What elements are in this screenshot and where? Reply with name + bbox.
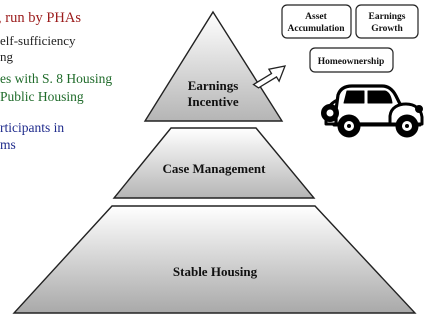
tier-label-earnings: Earnings	[188, 78, 239, 93]
pyramid-tier-bottom: Stable Housing	[12, 205, 417, 314]
svg-text:Growth: Growth	[371, 24, 403, 34]
bullet-pha: , run by PHAs	[0, 10, 81, 26]
bullet-self-sufficiency-cont: ng	[0, 49, 13, 64]
bullet-participants: rticipants in	[0, 120, 65, 135]
car-icon	[321, 84, 424, 138]
bullet-self-sufficiency: elf-sufficiency	[0, 33, 76, 48]
svg-text:Earnings: Earnings	[369, 12, 406, 22]
bullet-section8: es with S. 8 Housing	[0, 71, 113, 86]
svg-text:Asset: Asset	[305, 12, 327, 22]
goal-box-homeownership: Homeownership	[309, 47, 394, 73]
goal-box-earnings-growth: Earnings Growth	[355, 4, 419, 39]
tier-label-incentive: Incentive	[187, 94, 239, 109]
svg-text:Homeownership: Homeownership	[318, 57, 385, 67]
goal-box-asset-accumulation: Asset Accumulation	[281, 4, 352, 39]
bullet-public-housing: Public Housing	[0, 89, 84, 104]
svg-text:Accumulation: Accumulation	[288, 24, 346, 34]
bullet-participants-cont: ms	[0, 137, 16, 152]
arrow-icon	[252, 65, 287, 89]
tier-label-stable-housing: Stable Housing	[173, 264, 258, 279]
pyramid-tier-top: Earnings Incentive	[143, 10, 284, 122]
tier-label-case-management: Case Management	[163, 161, 267, 176]
pyramid-tier-middle: Case Management	[112, 127, 316, 199]
